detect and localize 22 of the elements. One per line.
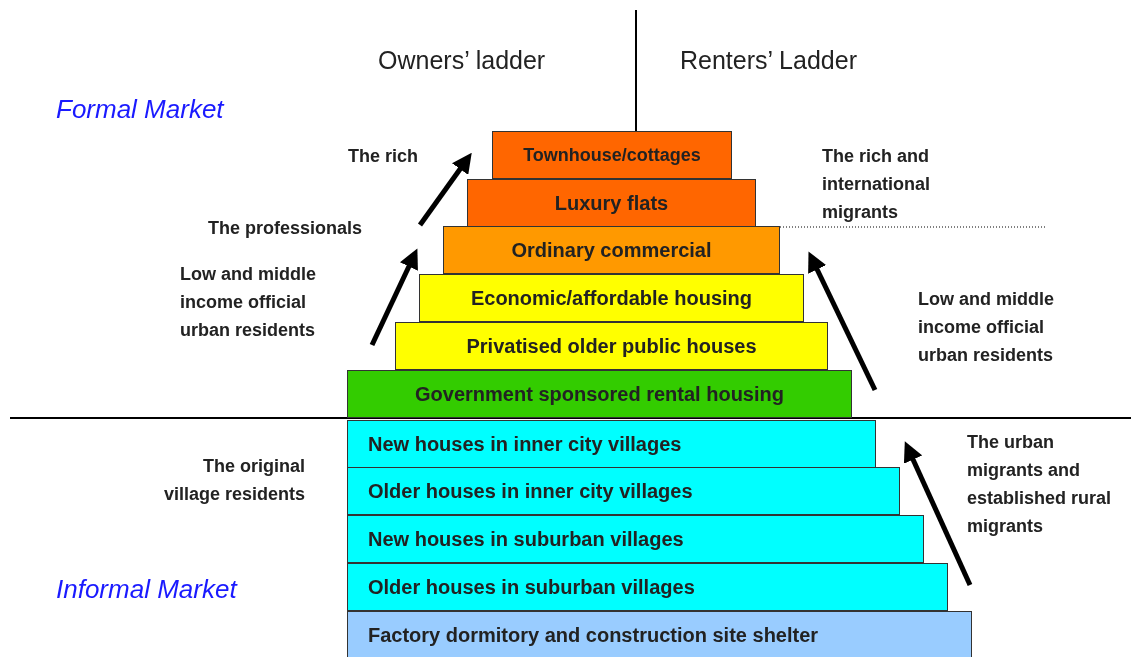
group-label: Low and middle income official urban residents xyxy=(180,263,317,342)
group-label: The rich xyxy=(348,145,418,168)
market-label: Informal Market xyxy=(56,573,237,606)
group-label: The urban migrants and established rural migrants xyxy=(967,431,1113,538)
heading: Owners’ ladder xyxy=(378,45,546,76)
market-label: Formal Market xyxy=(56,93,224,126)
ladder-step: Older houses in inner city villages xyxy=(347,467,900,515)
ladder-step: Economic/affordable housing xyxy=(419,274,804,322)
ladder-step: Townhouse/cottages xyxy=(492,131,732,179)
ladder-step: Luxury flats xyxy=(467,179,756,227)
group-label: The professionals xyxy=(208,217,363,240)
heading: Renters’ Ladder xyxy=(680,45,857,76)
ladder-step: Privatised older public houses xyxy=(395,322,828,370)
ladder-step: New houses in inner city villages xyxy=(347,420,876,468)
ladder-step: Older houses in suburban villages xyxy=(347,563,948,611)
ladder-step: New houses in suburban villages xyxy=(347,515,924,563)
group-label: Low and middle income official urban residents xyxy=(918,288,1055,367)
ladder-step: Factory dormitory and construction site shelter xyxy=(347,611,972,657)
ladder-step: Government sponsored rental housing xyxy=(347,370,852,418)
group-label: The original village residents xyxy=(162,455,305,506)
ladder-step: Ordinary commercial xyxy=(443,226,780,274)
group-label: The rich and international migrants xyxy=(822,145,931,224)
